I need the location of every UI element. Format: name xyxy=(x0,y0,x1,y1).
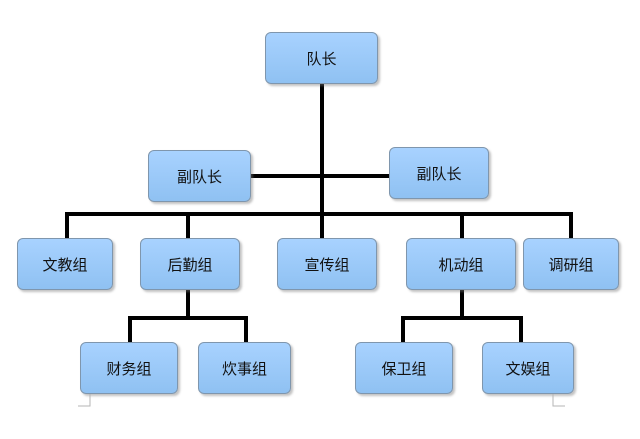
group-label: 机动组 xyxy=(438,255,484,274)
subgroup-label: 炊事组 xyxy=(221,359,267,378)
page-corner-mark-right xyxy=(552,394,565,407)
group-label: 文教组 xyxy=(42,255,88,274)
subgroup-box-finance: 财务组 xyxy=(80,342,178,394)
group-box-research: 调研组 xyxy=(523,238,619,290)
subgroup-label: 文娱组 xyxy=(505,359,551,378)
deputy-box-right: 副队长 xyxy=(389,147,489,199)
group-box-logistics: 后勤组 xyxy=(140,238,240,290)
subgroup-label: 保卫组 xyxy=(381,359,427,378)
leader-label: 队长 xyxy=(306,49,337,68)
group-label: 调研组 xyxy=(548,255,594,274)
group-box-publicity: 宣传组 xyxy=(277,238,377,290)
page-corner-mark-left xyxy=(78,394,91,407)
group-label: 宣传组 xyxy=(304,255,350,274)
deputy-box-left: 副队长 xyxy=(148,150,251,202)
subgroup-label: 财务组 xyxy=(106,359,152,378)
group-box-mobile: 机动组 xyxy=(406,238,516,290)
group-label: 后勤组 xyxy=(167,255,213,274)
subgroup-box-security: 保卫组 xyxy=(355,342,453,394)
subgroup-box-entertainment: 文娱组 xyxy=(482,342,574,394)
deputy-label-right: 副队长 xyxy=(416,164,462,183)
group-box-culture-education: 文教组 xyxy=(17,238,113,290)
subgroup-box-catering: 炊事组 xyxy=(198,342,291,394)
leader-box: 队长 xyxy=(265,32,378,84)
deputy-label-left: 副队长 xyxy=(176,167,222,186)
